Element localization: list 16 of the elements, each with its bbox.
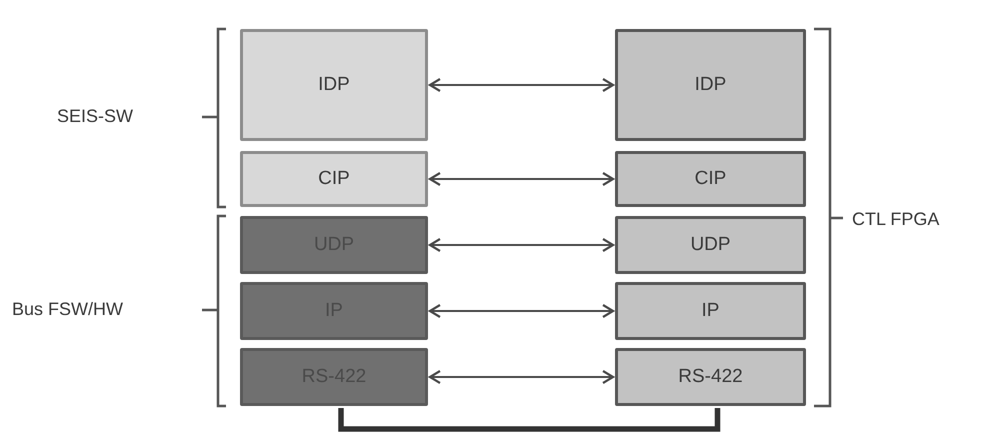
layer-box: IP [615,282,806,340]
bracket-label: CTL FPGA [852,208,940,231]
layer-box: RS-422 [615,348,806,406]
layer-box: IDP [615,29,806,141]
layer-box: CIP [615,151,806,207]
double-arrow [428,78,614,92]
layer-box: IDP [240,29,428,141]
bracket-label: Bus FSW/HW [12,298,123,321]
double-arrow [428,370,614,384]
double-arrow [428,304,614,318]
layer-box: UDP [615,216,806,274]
bracket-label: SEIS-SW [57,105,134,128]
connector-line [338,408,720,432]
double-arrow [428,238,614,252]
layer-box: CIP [240,151,428,207]
double-arrow [428,172,614,186]
